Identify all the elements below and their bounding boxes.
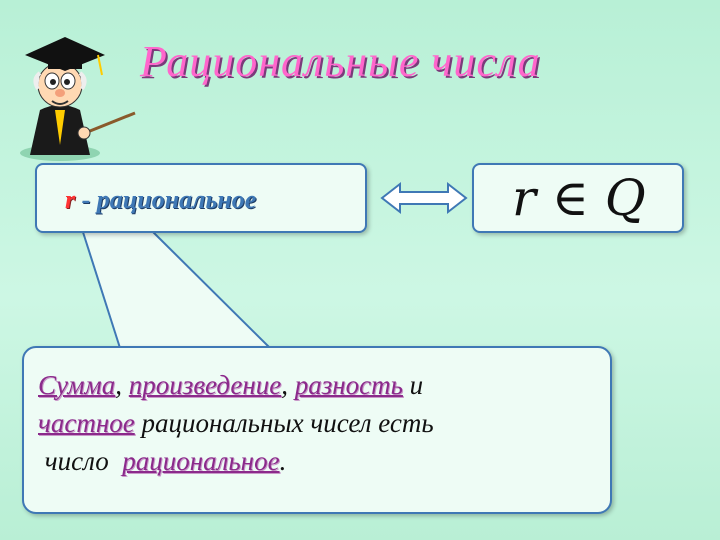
statement-end: . [279, 446, 287, 476]
statement-box: Сумма, произведение, разность и частное … [22, 346, 612, 514]
word-sum: Сумма [38, 370, 116, 400]
word-product: произведение [128, 370, 282, 400]
statement-middle: рациональных чисел есть [134, 408, 434, 438]
variable-r: r [65, 185, 76, 214]
separator: , [281, 370, 295, 400]
definition-box: r - рациональное [35, 163, 367, 233]
statement-text: Сумма, произведение, разность и частное … [38, 366, 434, 480]
double-arrow-icon [380, 181, 468, 215]
professor-mascot-image [20, 37, 136, 161]
page-title: Рациональные числа [140, 37, 541, 86]
formula-text: r ∈ Q [512, 169, 646, 227]
separator: , [115, 370, 129, 400]
formula-box: r ∈ Q [472, 163, 684, 233]
definition-text: r - рациональное [65, 185, 256, 215]
statement-prefix: число [38, 446, 123, 476]
word-difference: разность [294, 370, 403, 400]
word-quotient: частное [38, 408, 135, 438]
word-rational: рациональное [122, 446, 280, 476]
definition-rest: - рациональное [75, 185, 257, 214]
separator: и [402, 370, 424, 400]
